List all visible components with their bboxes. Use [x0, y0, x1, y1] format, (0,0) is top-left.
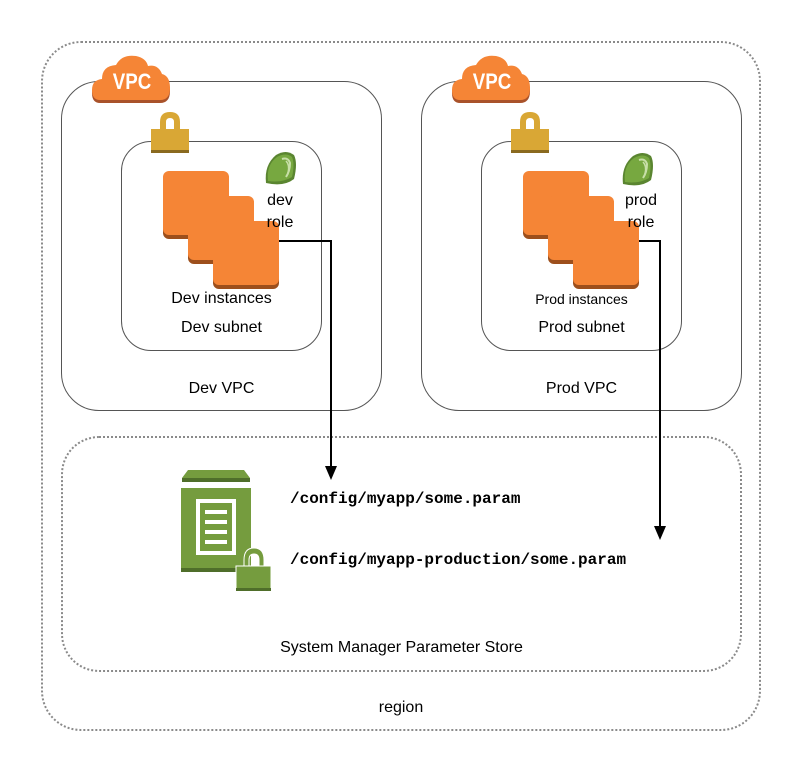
dev-role-label: dev role — [260, 190, 300, 234]
prod-role-label-line1: prod — [624, 192, 658, 209]
vpc-cloud-icon — [92, 55, 170, 103]
prod-vpc-label: Prod VPC — [545, 380, 618, 397]
param-dev[interactable]: /config/myapp/some.param — [290, 490, 521, 508]
dev-vpc-badge: VPC — [112, 69, 152, 94]
region-container — [41, 41, 761, 731]
dev-vpc-label: Dev VPC — [188, 380, 255, 397]
parameter-store-container — [61, 436, 742, 672]
dev-role-label-line1: dev — [267, 192, 293, 209]
prod-role-label-line2: role — [627, 214, 655, 231]
prod-vpc-container — [421, 81, 742, 411]
dev-subnet-label: Dev subnet — [181, 319, 262, 336]
prod-subnet-lock-icon — [511, 112, 549, 153]
region-label: region — [378, 699, 424, 716]
prod-vpc-badge: VPC — [472, 69, 512, 94]
dev-subnet-container — [121, 141, 322, 351]
dev-instances-label: Dev instances — [171, 290, 272, 307]
prod-instances-label: Prod instances — [535, 291, 628, 307]
prod-subnet-label: Prod subnet — [538, 319, 625, 336]
dev-role-hard-hat-icon — [265, 152, 296, 185]
prod-role-arrow — [639, 240, 666, 540]
dev-role-arrow — [279, 240, 337, 480]
prod-instance-icon-3 — [573, 221, 639, 285]
parameter-store-label: System Manager Parameter Store — [280, 639, 523, 656]
prod-role-label: prod role — [618, 190, 664, 234]
param-prod[interactable]: /config/myapp-production/some.param — [290, 551, 627, 569]
prod-role-hard-hat-icon — [622, 153, 653, 186]
dev-instance-icon-3 — [213, 221, 279, 285]
prod-subnet-container — [481, 141, 682, 351]
vpc-cloud-icon — [452, 55, 530, 103]
parameter-store-icon — [181, 470, 272, 591]
dev-subnet-lock-icon — [151, 112, 189, 153]
dev-vpc-container — [61, 81, 382, 411]
dev-role-label-line2: role — [266, 214, 294, 231]
